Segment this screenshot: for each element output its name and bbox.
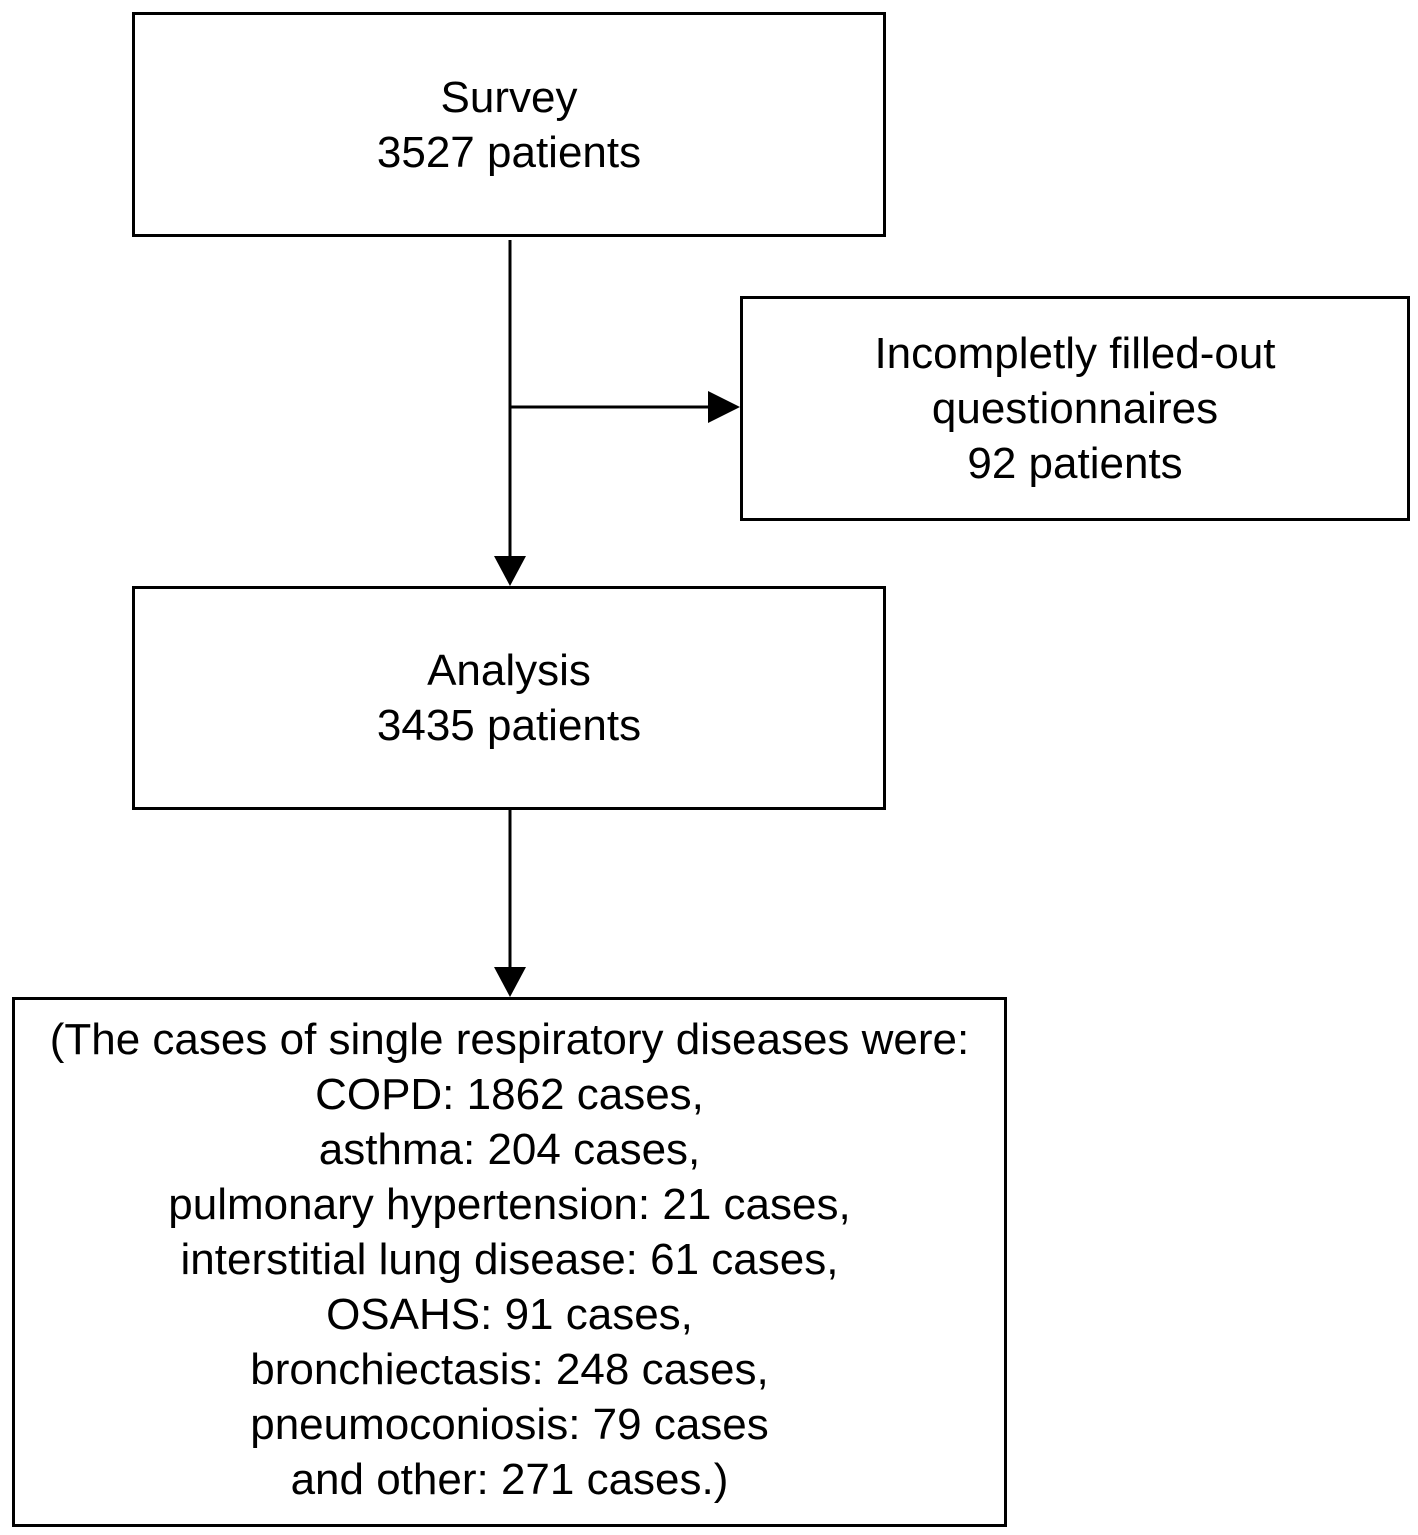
analysis-box: Analysis 3435 patients <box>132 586 886 810</box>
disease-item: and other: 271 cases.) <box>290 1455 729 1504</box>
diseases-box: (The cases of single respiratory disease… <box>12 997 1007 1527</box>
disease-item: interstitial lung disease: 61 cases, <box>180 1235 839 1284</box>
survey-to-analysis-arrowhead <box>494 556 526 586</box>
disease-item: bronchiectasis: 248 cases, <box>250 1345 769 1394</box>
analysis-to-diseases-arrowhead <box>494 967 526 997</box>
excluded-box: Incompletly filled-out questionnaires 92… <box>740 296 1410 521</box>
survey-title: Survey <box>440 72 578 122</box>
analysis-title: Analysis <box>427 646 591 695</box>
excluded-label-line1: Incompletly filled-out <box>874 329 1276 378</box>
disease-item: pneumoconiosis: 79 cases <box>250 1400 769 1449</box>
disease-item: pulmonary hypertension: 21 cases, <box>168 1180 851 1229</box>
survey-box: Survey 3527 patients <box>132 12 886 237</box>
branch-to-excluded-arrowhead <box>708 391 740 423</box>
excluded-label-line2: questionnaires <box>931 384 1219 433</box>
disease-item: OSAHS: 91 cases, <box>326 1290 693 1339</box>
diseases-intro: (The cases of single respiratory disease… <box>49 1015 970 1064</box>
disease-item: COPD: 1862 cases, <box>315 1070 704 1119</box>
survey-count: 3527 patients <box>376 127 642 177</box>
disease-item: asthma: 204 cases, <box>318 1125 701 1174</box>
analysis-count: 3435 patients <box>376 701 642 750</box>
excluded-count: 92 patients <box>967 439 1183 488</box>
